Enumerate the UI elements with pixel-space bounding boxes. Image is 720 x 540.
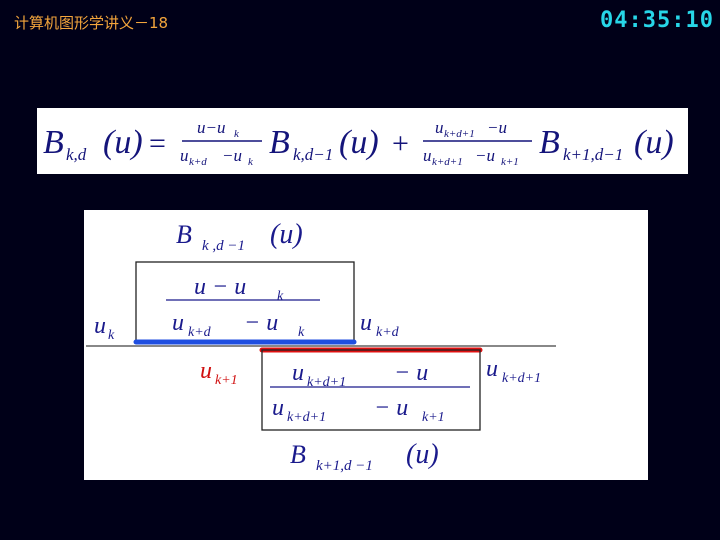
bottom-frac-denominator-b: − u xyxy=(374,395,408,421)
frac1-numerator: u−u xyxy=(197,118,225,137)
bottom-frac-denominator-b-subscript: k+1 xyxy=(422,410,445,425)
bottom-frac-numerator-a-subscript: k+d+1 xyxy=(307,375,346,390)
frac2-denominator-b: −u xyxy=(475,146,495,165)
frac2-denominator-b-subscript: k+1 xyxy=(501,156,519,168)
bottom-frac-denominator-a: u xyxy=(272,395,284,421)
top-frac-denominator-a-subscript: k+d xyxy=(188,325,212,340)
top-frac-numerator: u − u xyxy=(194,274,246,300)
top-basis-argument: (u) xyxy=(270,219,303,250)
term2-b-subscript: k+1,d−1 xyxy=(563,145,623,164)
frac1-denominator-a-subscript: k+d xyxy=(189,156,207,168)
equals-sign: = xyxy=(149,127,166,160)
knot-ukd1-label: u xyxy=(486,356,498,382)
knot-ukd-label: u xyxy=(360,310,372,336)
knot-ukd1-subscript: k+d+1 xyxy=(502,371,541,386)
top-frac-denominator-a: u xyxy=(172,310,184,336)
term1-b: B xyxy=(269,124,290,161)
knot-uk1-subscript: k+1 xyxy=(215,373,238,388)
frac1-numerator-subscript: k xyxy=(234,128,240,140)
knot-uk-label: u xyxy=(94,313,106,339)
knot-uk1-label: u xyxy=(200,358,212,384)
top-frac-denominator-b-subscript: k xyxy=(298,325,305,340)
bottom-basis-b: B xyxy=(290,440,306,469)
term2-b: B xyxy=(539,124,560,161)
bottom-support-box xyxy=(261,349,481,431)
bottom-basis-argument: (u) xyxy=(406,439,439,470)
clock-display: 04:35:10 xyxy=(600,8,714,33)
lhs-argument: (u) xyxy=(103,124,143,161)
frac1-denominator-b-subscript: k xyxy=(248,156,254,168)
recursion-formula-panel: B k,d (u) = u−u k u k+d −u k B k,d−1 (u)… xyxy=(37,108,688,174)
frac2-numerator-a-subscript: k+d+1 xyxy=(444,128,475,140)
frac2-numerator-a: u xyxy=(435,118,444,137)
term1-argument: (u) xyxy=(339,124,379,161)
lhs-b-subscript: k,d xyxy=(66,145,87,164)
bottom-basis-subscript: k+1,d −1 xyxy=(316,458,373,474)
lhs-b: B xyxy=(43,124,64,161)
frac1-denominator-a: u xyxy=(180,146,189,165)
frac2-numerator-b: −u xyxy=(487,118,507,137)
top-basis-subscript: k ,d −1 xyxy=(202,238,245,254)
top-frac-denominator-b: − u xyxy=(244,310,278,336)
frac1-denominator-b: −u xyxy=(222,146,242,165)
recursion-formula: B k,d (u) = u−u k u k+d −u k B k,d−1 (u)… xyxy=(43,118,674,168)
slide-title: 计算机图形学讲义－18 xyxy=(14,14,169,32)
knot-ukd-subscript: k+d xyxy=(376,325,400,340)
frac2-denominator-a-subscript: k+d+1 xyxy=(432,156,463,168)
plus-sign: + xyxy=(392,127,409,160)
basis-support-figure: B k ,d −1 (u) u − u k u k+d − u k u k u … xyxy=(86,219,556,474)
top-basis-b: B xyxy=(176,220,192,249)
top-frac-numerator-subscript: k xyxy=(277,289,284,304)
knot-uk-subscript: k xyxy=(108,328,115,343)
basis-support-diagram: B k ,d −1 (u) u − u k u k+d − u k u k u … xyxy=(84,210,648,480)
bottom-frac-numerator-b: − u xyxy=(394,360,428,386)
term1-b-subscript: k,d−1 xyxy=(293,145,333,164)
term2-argument: (u) xyxy=(634,124,674,161)
bottom-frac-denominator-a-subscript: k+d+1 xyxy=(287,410,326,425)
frac2-denominator-a: u xyxy=(423,146,432,165)
bottom-frac-numerator-a: u xyxy=(292,360,304,386)
